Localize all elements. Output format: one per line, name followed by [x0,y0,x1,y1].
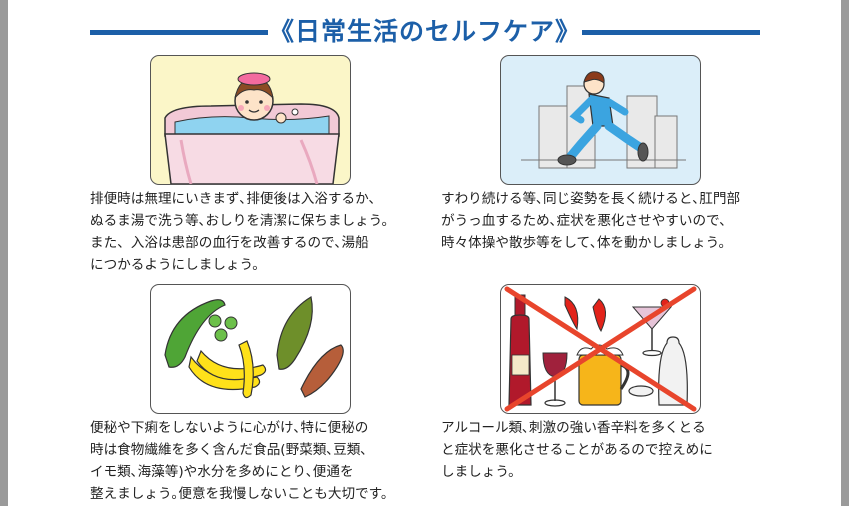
page-frame-right [841,0,849,506]
description-line: アルコール類､刺激の強い香辛料を多くとる [441,420,706,436]
description-line: 時々体操や散歩等をして､体を動かしましょう。 [441,235,733,251]
fiber-foods-description: 便秘や下痢をしないように心がけ､特に便秘の 時は食物繊維を多く含んだ食品(野菜類… [90,417,395,505]
bath-illustration [150,55,351,185]
description-line: 排便時は無理にいきまず､排便後は入浴するか、 [90,191,382,207]
description-line: 便秘や下痢をしないように心がけ､特に便秘の [90,420,369,436]
description-line: がうっ血するため､症状を悪化させやすいので、 [441,213,733,229]
fiber-foods-illustration [150,284,351,414]
description-line: すわり続ける等､同じ姿勢を長く続けると､肛門部 [441,191,741,207]
bath-description: 排便時は無理にいきまず､排便後は入浴するか、 ぬるま湯で洗う等､おしりを清潔に保… [90,188,395,276]
description-line: 時は食物繊維を多く含んだ食品(野菜類､豆類､ [90,442,368,458]
description-line: また、入浴は患部の血行を改善するので､湯船 [90,235,369,251]
description-line: 整えましょう｡便意を我慢しないことも大切です。 [90,486,395,502]
header-rule-right [582,30,760,35]
description-line: しましょう。 [441,464,522,480]
description-line: と症状を悪化させることがあるので控えめに [441,442,713,458]
page-frame-left [0,0,8,506]
header-rule-left [90,30,268,35]
jogging-illustration [500,55,701,185]
section-header: 《日常生活のセルフケア》 [90,10,760,50]
description-line: ぬるま湯で洗う等､おしりを清潔に保ちましょう。 [90,213,396,229]
no-alcohol-spice-illustration [500,284,701,414]
alcohol-spice-description: アルコール類､刺激の強い香辛料を多くとる と症状を悪化させることがあるので控えめ… [441,417,713,483]
jogging-description: すわり続ける等､同じ姿勢を長く続けると､肛門部 がうっ血するため､症状を悪化させ… [441,188,740,254]
description-line: イモ類､海藻等)や水分を多めにとり､便通を [90,464,354,480]
section-title: 《日常生活のセルフケア》 [268,17,581,46]
description-line: につかるようにしましょう。 [90,257,266,273]
